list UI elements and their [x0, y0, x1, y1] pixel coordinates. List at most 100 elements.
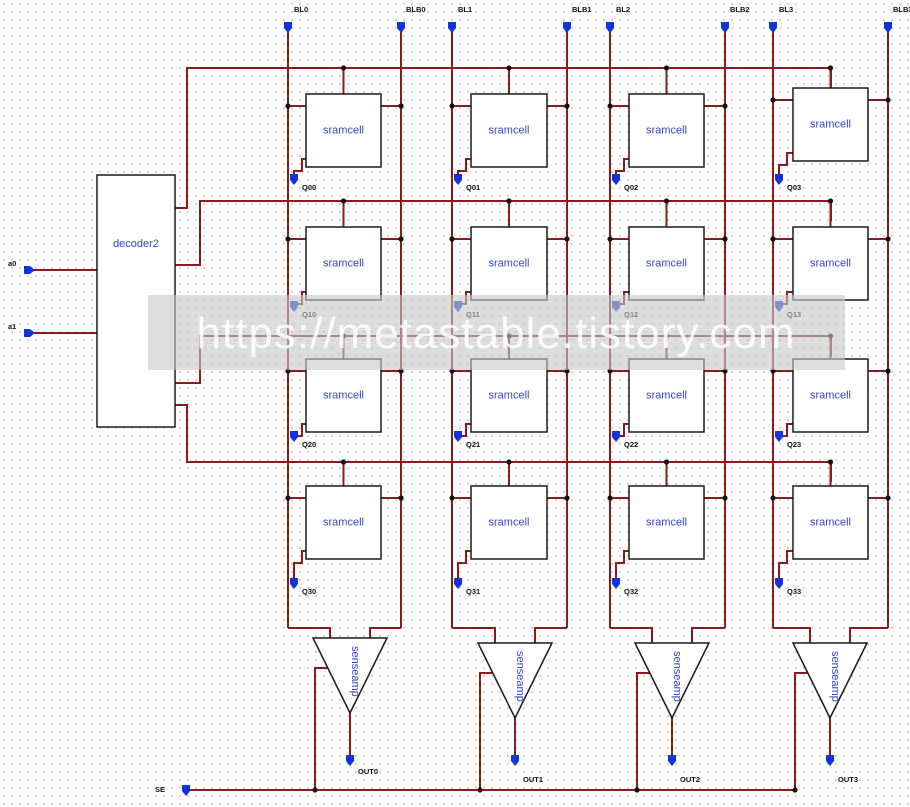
sram-cell-label-32: sramcell — [646, 517, 687, 529]
sense-amp-label-1: senseamp — [514, 651, 526, 702]
bitline-junction-03 — [770, 97, 776, 103]
amp-in-blb-3 — [849, 627, 888, 643]
sense-amp-label-0: senseamp — [349, 646, 361, 697]
q-pin-33 — [775, 578, 783, 589]
enable-junction-0 — [312, 787, 318, 793]
bitline-bar-pin-2 — [721, 22, 729, 33]
q-pin-31 — [454, 578, 462, 589]
bitline-pin-0 — [284, 22, 292, 33]
enable-junction-2 — [634, 787, 640, 793]
q-pin-03 — [775, 174, 783, 185]
output-pin-3 — [826, 755, 834, 766]
input-pin-a0 — [24, 266, 35, 274]
input-label-a0: a0 — [8, 259, 16, 268]
wordline-junction-03 — [827, 65, 834, 71]
bitline-label-2: BL2 — [616, 5, 630, 14]
sram-cell-label-02: sramcell — [646, 125, 687, 137]
sram-cell-label-22: sramcell — [646, 390, 687, 402]
q-label-20: Q20 — [302, 440, 316, 449]
cell-q-wire-02 — [615, 158, 629, 174]
amp-enable-1 — [479, 672, 493, 790]
bitline-junction-10 — [285, 236, 291, 242]
wordline-junction-02 — [663, 65, 670, 71]
wordline-junction-30 — [340, 459, 347, 465]
q-label-33: Q33 — [787, 587, 801, 596]
sense-amp-2 — [633, 642, 711, 720]
q-pin-21 — [454, 431, 462, 442]
sram-cell-label-03: sramcell — [810, 119, 851, 131]
bitline-bar-junction-00 — [398, 103, 404, 109]
wordline-junction-12 — [663, 198, 670, 204]
bitline-junction-11 — [449, 236, 455, 242]
bitline-junction-02 — [607, 103, 613, 109]
sram-cell-label-12: sramcell — [646, 258, 687, 270]
bitline-label-1: BL1 — [458, 5, 472, 14]
wordline-junction-00 — [340, 65, 347, 71]
q-label-02: Q02 — [624, 183, 638, 192]
enable-junction-1 — [477, 787, 483, 793]
bitline-bar-junction-23 — [885, 368, 891, 374]
bitline-pin-1 — [448, 22, 456, 33]
q-pin-00 — [290, 174, 298, 185]
wordline-junction-11 — [506, 198, 512, 204]
cell-q-wire-30 — [293, 550, 306, 578]
bitline-bar-pin-0 — [397, 22, 405, 33]
q-pin-23 — [775, 431, 783, 442]
amp-in-blb-2 — [691, 627, 725, 643]
bitline-bar-pin-1 — [563, 22, 571, 33]
bitline-bar-label-1: BLB1 — [572, 5, 592, 14]
bitline-bar-junction-03 — [885, 97, 891, 103]
cell-q-wire-03 — [778, 152, 793, 174]
output-pin-1 — [511, 755, 519, 766]
sram-cell-01 — [470, 93, 548, 168]
sram-cell-label-33: sramcell — [810, 517, 851, 529]
sense-amp-0 — [311, 637, 389, 715]
sense-amp-3 — [791, 642, 869, 720]
bitline-junction-13 — [770, 236, 776, 242]
sram-cell-label-13: sramcell — [810, 258, 851, 270]
bitline-junction-32 — [607, 495, 613, 501]
output-pin-2 — [668, 755, 676, 766]
q-label-01: Q01 — [466, 183, 480, 192]
q-pin-20 — [290, 431, 298, 442]
sense-amp-label-2: senseamp — [671, 651, 683, 702]
q-pin-02 — [612, 174, 620, 185]
bitline-bar-junction-13 — [885, 236, 891, 242]
amp-enable-2 — [636, 672, 650, 790]
q-label-00: Q00 — [302, 183, 316, 192]
sram-cell-31 — [470, 485, 548, 560]
bitline-bar-label-0: BLB0 — [406, 5, 426, 14]
q-label-22: Q22 — [624, 440, 638, 449]
watermark-layer: https://metastable.tistory.com — [148, 295, 845, 370]
q-pin-22 — [612, 431, 620, 442]
sram-cell-33 — [792, 485, 869, 560]
q-label-32: Q32 — [624, 587, 638, 596]
output-label-2: OUT2 — [680, 775, 700, 784]
bitline-bar-junction-11 — [564, 236, 570, 242]
bitline-junction-30 — [285, 495, 291, 501]
q-pin-30 — [290, 578, 298, 589]
sram-cell-label-01: sramcell — [489, 125, 530, 137]
enable-junction-3 — [792, 787, 798, 793]
sram-cell-11 — [470, 226, 548, 301]
output-label-1: OUT1 — [523, 775, 543, 784]
bitline-bar-junction-30 — [398, 495, 404, 501]
cell-q-wire-32 — [615, 550, 629, 578]
wordline-junction-33 — [827, 459, 834, 465]
q-pin-32 — [612, 578, 620, 589]
amp-in-bl-2 — [610, 627, 653, 643]
q-label-31: Q31 — [466, 587, 480, 596]
amp-in-bl-1 — [452, 627, 496, 643]
amp-in-bl-0 — [288, 627, 331, 638]
bitline-bar-junction-32 — [722, 495, 728, 501]
amp-in-blb-0 — [369, 627, 401, 638]
sense-amp-1 — [476, 642, 554, 720]
sense-amp-label-3: senseamp — [829, 651, 841, 702]
q-pin-01 — [454, 174, 462, 185]
sram-cell-label-21: sramcell — [489, 390, 530, 402]
bitline-pin-3 — [769, 22, 777, 33]
enable-label: SE — [155, 785, 165, 794]
bitline-junction-31 — [449, 495, 455, 501]
